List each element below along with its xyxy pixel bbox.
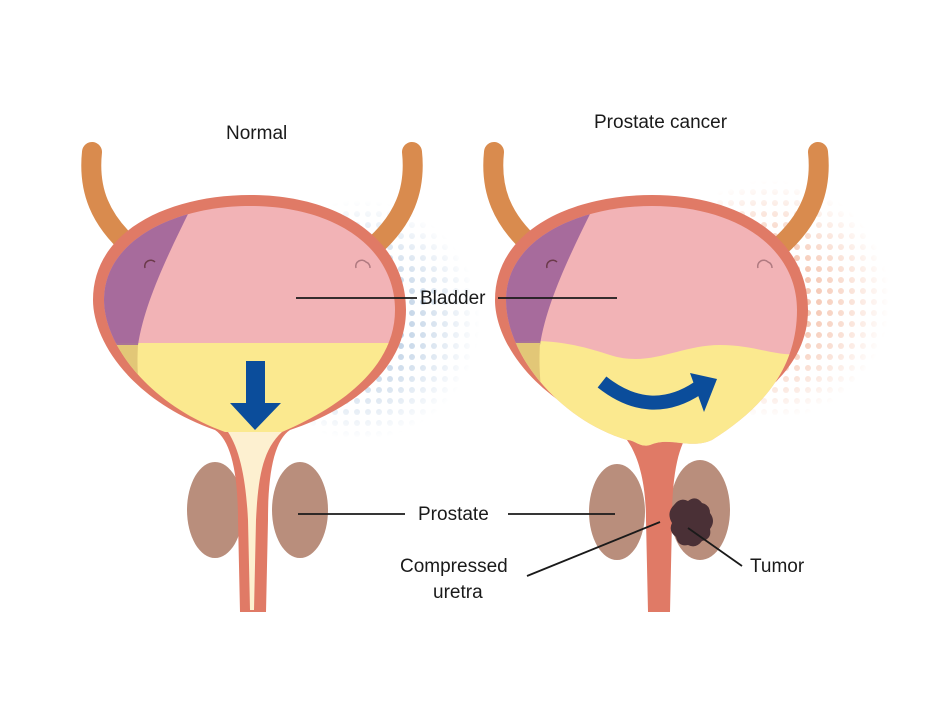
title-prostate-cancer: Prostate cancer: [594, 112, 728, 133]
label-tumor: Tumor: [750, 556, 805, 577]
title-normal: Normal: [226, 123, 288, 144]
flow-arrow-curved-icon: [597, 373, 717, 412]
label-compressed: Compressed: [400, 556, 508, 577]
label-prostate: Prostate: [418, 504, 489, 525]
ureter-right: [768, 142, 829, 258]
leader-lines: [296, 297, 743, 577]
tumor: [669, 498, 713, 547]
prostate-lobe-left: [187, 462, 243, 558]
urethra-lumen: [228, 432, 282, 610]
flow-arrow-down-icon: [230, 361, 281, 430]
label-bladder: Bladder: [420, 288, 486, 309]
ureter-right: [362, 142, 423, 258]
prostate-lobe-left: [589, 464, 645, 560]
label-uretra: uretra: [433, 582, 483, 603]
normal-bladder: [81, 142, 423, 612]
prostate-lobe-right: [272, 462, 328, 558]
